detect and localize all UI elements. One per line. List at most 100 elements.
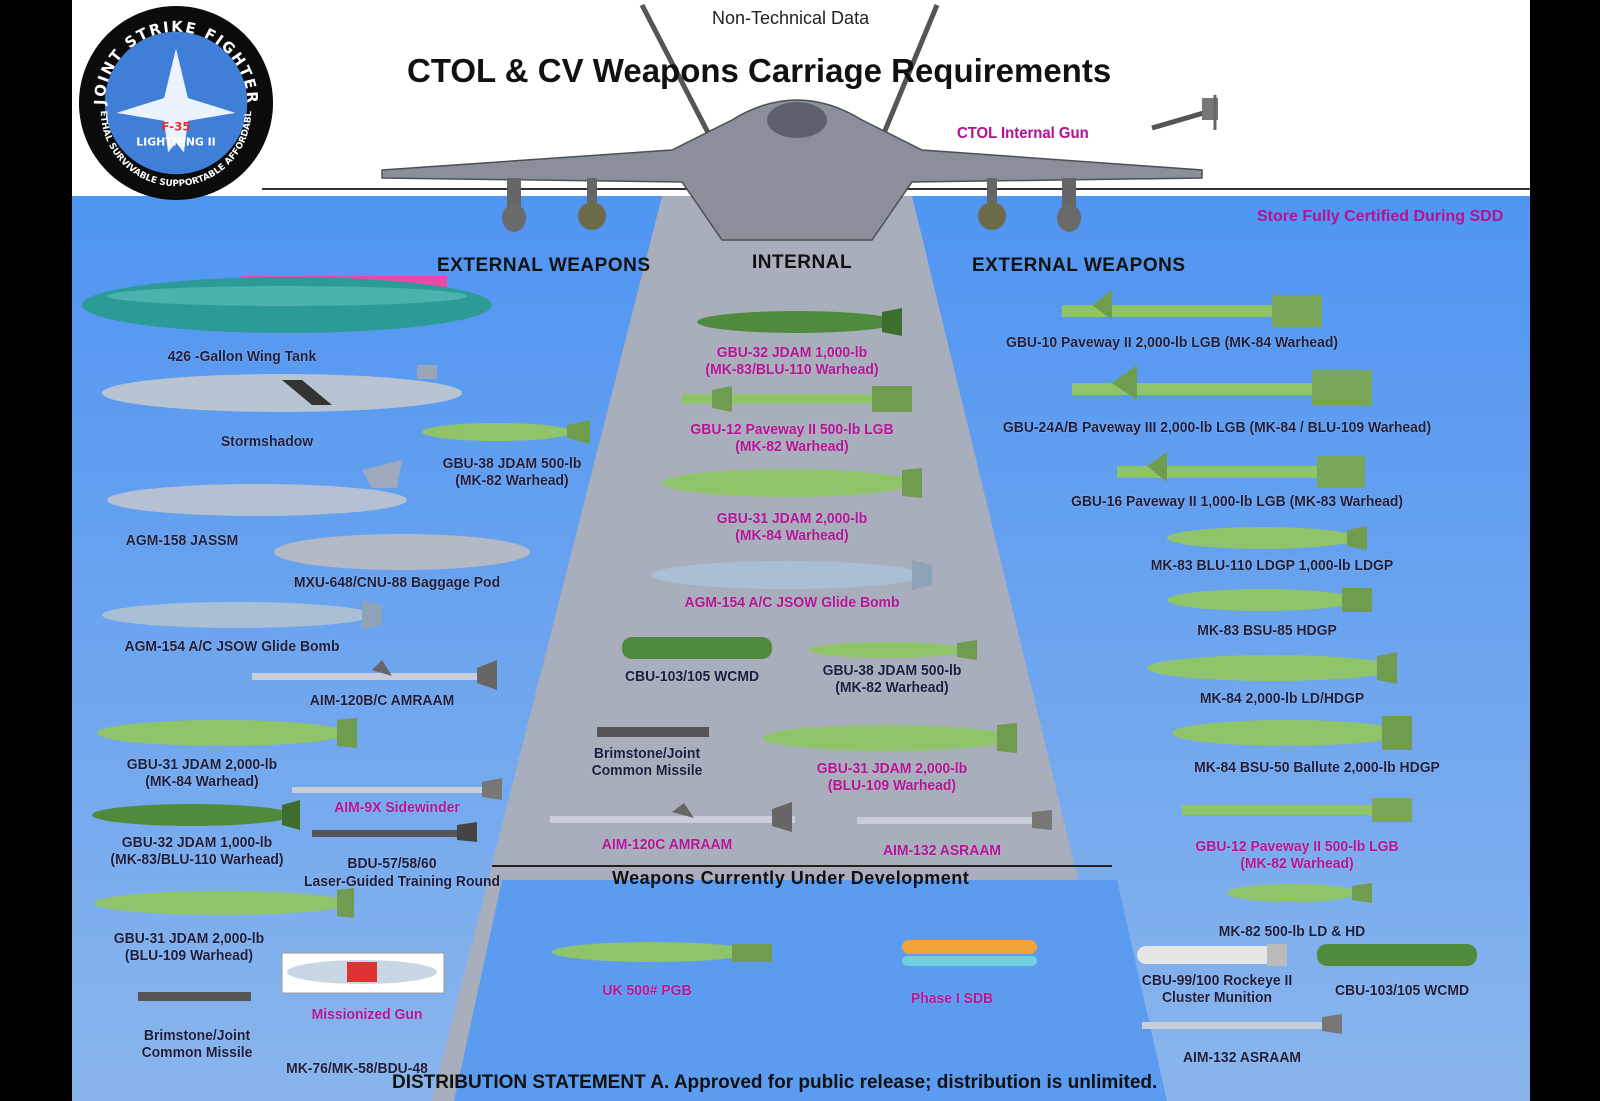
right-weapon-label: GBU-10 Paveway II 2,000-lb LGB (MK-84 Wa… [1005, 334, 1339, 351]
gbu12-internal-icon [682, 386, 912, 412]
left-weapon-label: AIM-120B/C AMRAAM [309, 692, 455, 709]
mk83-ldgp-icon [1167, 526, 1367, 550]
wing-tank-icon [82, 276, 492, 333]
mk82-icon [1227, 883, 1372, 903]
distribution-statement: DISTRIBUTION STATEMENT A. Approved for p… [392, 1072, 1158, 1093]
right-weapon-label: MK-82 500-lb LD & HD [1218, 923, 1366, 940]
internal-weapon-label: Brimstone/Joint Common Missile [591, 745, 703, 779]
left-section-header: EXTERNAL WEAPONS [437, 255, 651, 276]
gbu38-internal-icon [809, 640, 977, 660]
stormshadow-icon [102, 365, 462, 412]
internal-gun-label: CTOL Internal Gun [956, 125, 1089, 142]
weapons-carriage-diagram: JOINT STRIKE FIGHTER LETHAL SURVIVABLE S… [72, 0, 1530, 1101]
jsf-logo: JOINT STRIKE FIGHTER LETHAL SURVIVABLE S… [77, 4, 274, 201]
logo-jet-icon [116, 48, 236, 153]
amraam-internal-icon [550, 802, 795, 832]
asraam-right-icon [1142, 1014, 1342, 1034]
left-weapon-label: AGM-158 JASSM [125, 532, 239, 549]
left-pod-2 [578, 202, 606, 230]
internal-weapon-label-certified: AIM-132 ASRAAM [882, 842, 1002, 859]
aim9x-left-icon [292, 778, 502, 800]
certified-legend: Store Fully Certified During SDD [1257, 208, 1504, 225]
bdu-icon [312, 822, 477, 842]
internal-weapon-label-certified: AGM-154 A/C JSOW Glide Bomb [684, 594, 900, 611]
internal-bay [432, 196, 1167, 1101]
left-weapon-label: GBU-32 JDAM 1,000-lb (MK-83/BLU-110 Warh… [110, 834, 284, 868]
mk83-hdgp-icon [1167, 588, 1372, 612]
brimstone-left-icon [138, 992, 251, 1001]
gbu10-icon [1062, 290, 1322, 327]
brimstone-internal-icon [597, 727, 709, 737]
gbu24-icon [1072, 365, 1372, 406]
right-weapon-label: GBU-16 Paveway II 1,000-lb LGB (MK-83 Wa… [1070, 493, 1404, 510]
left-weapon-label: Laser-Guided Training Round [303, 873, 501, 890]
jsow-left-icon [102, 600, 382, 630]
jsow-internal-icon [652, 560, 932, 590]
right-pod-1 [978, 202, 1006, 230]
sdb-icon [902, 940, 1037, 966]
right-weapon-label: AIM-132 ASRAAM [1182, 1049, 1302, 1066]
aircraft-fuselage [381, 99, 1203, 241]
uk-pgb-icon [552, 942, 772, 962]
mk84-ballute-icon [1172, 716, 1412, 750]
left-weapon-label: Stormshadow [220, 433, 314, 450]
right-weapon-label: GBU-24A/B Paveway III 2,000-lb LGB (MK-8… [1002, 419, 1432, 436]
gbu38-left-icon [422, 420, 590, 444]
missionized-gun-icon [281, 952, 445, 994]
right-weapon-label: MK-83 BLU-110 LDGP 1,000-lb LDGP [1150, 557, 1394, 574]
cbu103-right-icon [1317, 944, 1477, 966]
right-weapon-label: MK-84 2,000-lb LD/HDGP [1199, 690, 1365, 707]
right-weapon-label-certified: GBU-12 Paveway II 500-lb LGB (MK-82 Warh… [1195, 838, 1399, 872]
non-technical-data-note: Non-Technical Data [712, 8, 870, 28]
right-pod-2 [1057, 204, 1081, 232]
internal-bay-trapezoid [432, 196, 1132, 1101]
left-pylon-2 [587, 178, 597, 213]
left-weapon-label: MXU-648/CNU-88 Baggage Pod [293, 574, 501, 591]
right-weapon-label: CBU-99/100 Rockeye II Cluster Munition [1141, 972, 1293, 1006]
gbu32-left-icon [92, 800, 300, 830]
left-weapon-label: GBU-31 JDAM 2,000-lb (BLU-109 Warhead) [113, 930, 265, 964]
tail-fin-left [639, 3, 720, 152]
left-weapon-label: Brimstone/Joint Common Missile [141, 1027, 253, 1061]
weapon-silhouettes [82, 276, 1477, 1034]
left-weapon-label-certified: AIM-9X Sidewinder [334, 799, 460, 816]
internal-weapon-label-certified: GBU-31 JDAM 2,000-lb (MK-84 Warhead) [716, 510, 868, 544]
left-weapon-label: GBU-31 JDAM 2,000-lb (MK-84 Warhead) [126, 756, 278, 790]
svg-text:LIGHTNING II: LIGHTNING II [136, 136, 215, 149]
left-weapon-label: 426 -Gallon Wing Tank [167, 348, 317, 365]
mk84-ldhdgp-icon [1147, 652, 1397, 684]
internal-weapon-label-certified: AIM-120C AMRAAM [601, 836, 733, 853]
right-weapon-label: MK-83 BSU-85 HDGP [1197, 622, 1337, 639]
internal-weapon-label-certified: GBU-31 JDAM 2,000-lb (BLU-109 Warhead) [816, 760, 968, 794]
left-weapon-label: GBU-38 JDAM 500-lb (MK-82 Warhead) [442, 455, 582, 489]
left-weapon-label: MK-76/MK-58/BDU-48 [286, 1060, 428, 1077]
left-weapon-label: BDU-57/58/60 [347, 855, 437, 872]
f35-aircraft [381, 3, 1203, 241]
development-zone [454, 880, 1167, 1101]
gbu31-blu109-internal-icon [762, 723, 1017, 753]
cbu103-internal-icon [622, 637, 772, 659]
asraam-internal-icon [857, 810, 1052, 830]
gbu31-internal-icon [662, 468, 922, 498]
left-pod-1 [502, 204, 526, 232]
jassm-icon [107, 460, 407, 516]
left-weapon-label: AGM-154 A/C JSOW Glide Bomb [124, 638, 340, 655]
right-section-header: EXTERNAL WEAPONS [972, 255, 1186, 276]
development-section-header: Weapons Currently Under Development [612, 868, 970, 888]
gbu16-icon [1117, 452, 1365, 488]
internal-section-header: INTERNAL [752, 252, 853, 273]
gbu31-left-icon [97, 718, 357, 748]
right-weapon-label: CBU-103/105 WCMD [1334, 982, 1470, 999]
internal-weapon-label-certified: GBU-12 Paveway II 500-lb LGB (MK-82 Warh… [690, 421, 894, 455]
gbu32-internal-icon [697, 308, 902, 336]
right-weapon-label: MK-84 BSU-50 Ballute 2,000-lb HDGP [1194, 759, 1440, 776]
internal-weapon-label: CBU-103/105 WCMD [624, 668, 760, 685]
amraam-left-icon [252, 660, 497, 690]
gbu31-blu109-left-icon [94, 888, 354, 918]
internal-weapon-label-certified: GBU-32 JDAM 1,000-lb (MK-83/BLU-110 Warh… [705, 344, 879, 378]
aircraft-canopy [767, 102, 827, 138]
internal-weapon-label: GBU-38 JDAM 500-lb (MK-82 Warhead) [822, 662, 962, 696]
tail-fin-right [874, 4, 940, 151]
left-weapon-label-certified: Missionized Gun [311, 1006, 423, 1023]
baggage-pod-icon [274, 534, 530, 570]
